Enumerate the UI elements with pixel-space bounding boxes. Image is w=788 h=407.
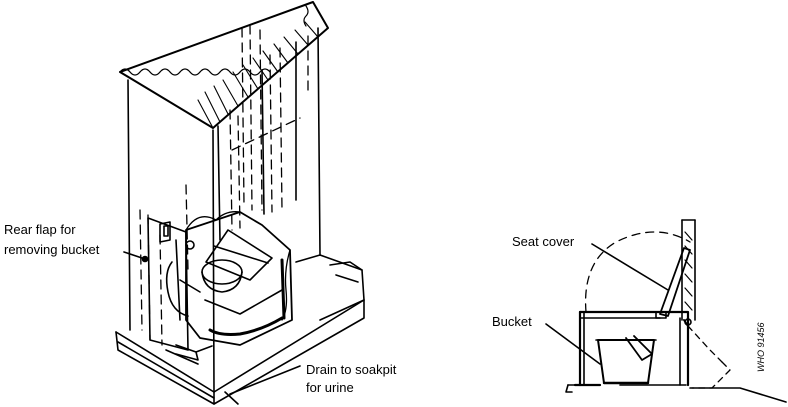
hidden-lines [139, 24, 309, 346]
bucket-label: Bucket [492, 314, 532, 329]
rear-flap-label-line1: Rear flap for [4, 222, 76, 237]
rear-flap-section [683, 318, 731, 389]
rear-flap-leader [123, 251, 143, 259]
bucket-leader [545, 323, 601, 365]
drain-leader [229, 365, 301, 395]
latrine-section [545, 219, 787, 403]
rear-flap [147, 217, 201, 351]
rear-flap-label-line2: removing bucket [4, 242, 100, 257]
latrine-walls [127, 27, 321, 393]
bucket [595, 335, 657, 385]
latrine-isometric [115, 1, 365, 405]
seat-cover-leader [591, 243, 669, 291]
seat-cover-label: Seat cover [512, 234, 575, 249]
base-step [319, 254, 365, 321]
floor-slab [115, 299, 365, 405]
seat-cover [584, 231, 691, 319]
figure-code: WHO 91456 [756, 322, 766, 372]
urine-drain [165, 344, 213, 365]
seat-box [573, 310, 690, 387]
seat-platform [185, 211, 293, 346]
drain-label-line1: Drain to soakpit [306, 362, 397, 377]
ground-line [567, 384, 787, 403]
corrugated-roof [119, 1, 329, 129]
drain-label-line2: for urine [306, 380, 354, 395]
